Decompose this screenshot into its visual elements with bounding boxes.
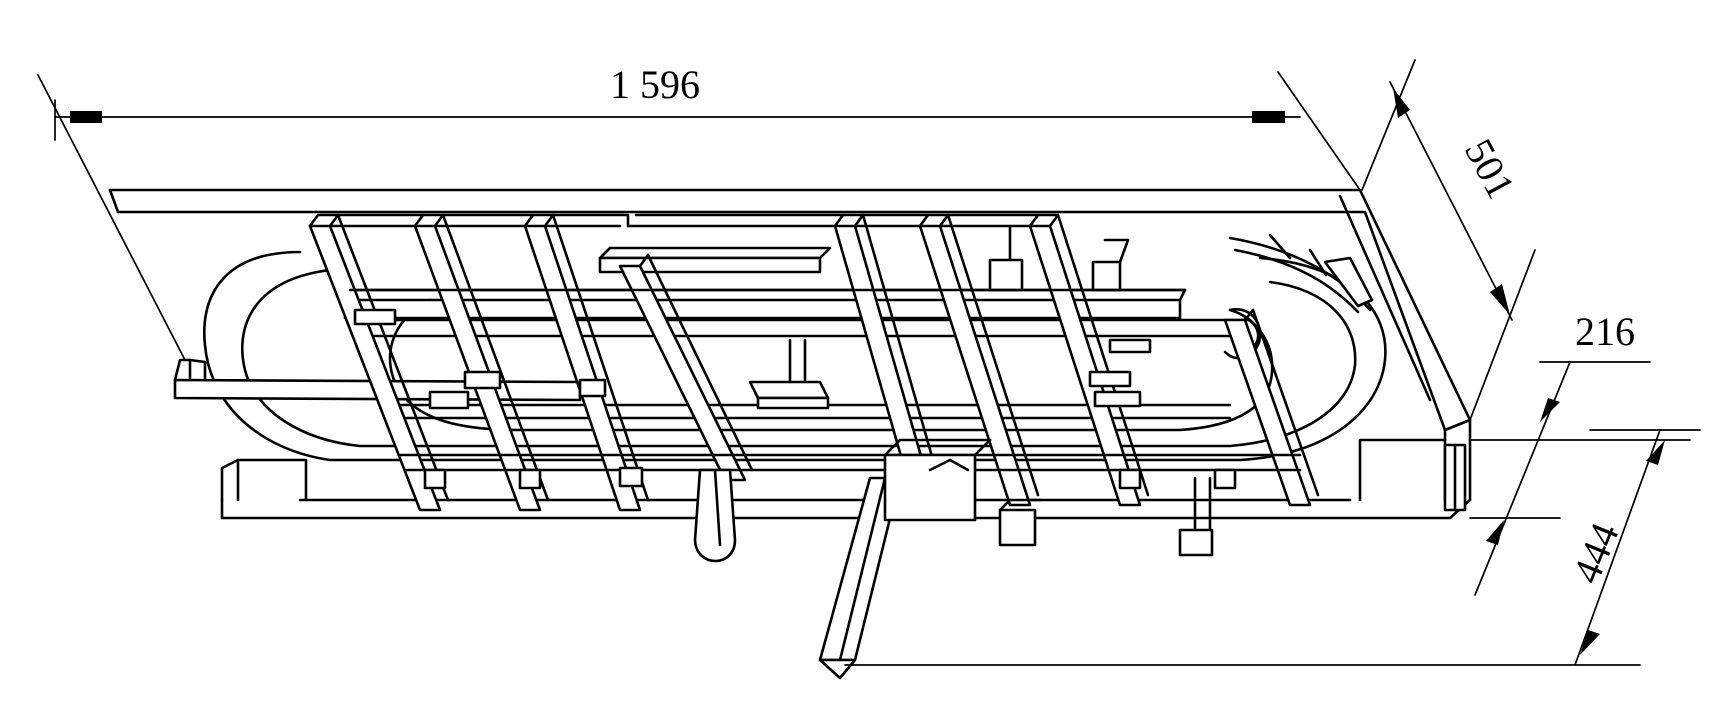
arrow-head-444-top xyxy=(1646,440,1665,465)
arrow-head-216-bottom xyxy=(1486,520,1504,545)
dim-width-label: 501 xyxy=(1456,132,1524,206)
arrow-head-left xyxy=(70,111,102,123)
arrow-head-top xyxy=(1393,88,1410,118)
chill-blocks xyxy=(353,308,1237,490)
dim-width: 501 xyxy=(1361,59,1536,421)
dim-side-height-label: 216 xyxy=(1575,309,1635,354)
arrow-head-right xyxy=(1252,111,1285,123)
dim-side-height: 216 xyxy=(1469,309,1691,596)
diagonal-ribs xyxy=(308,213,1320,512)
risers xyxy=(693,438,1467,680)
dim-length-label: 1 596 xyxy=(610,62,700,107)
arrow-head-444-bottom xyxy=(1580,630,1600,655)
dim-length: 1 596 xyxy=(37,62,1361,361)
dim-total-height-label: 444 xyxy=(1563,517,1627,589)
top-boxes xyxy=(328,213,1302,472)
arrow-head-216-top xyxy=(1540,398,1560,422)
oval-core xyxy=(203,233,1387,462)
arrow-head-bottom xyxy=(1490,284,1510,315)
